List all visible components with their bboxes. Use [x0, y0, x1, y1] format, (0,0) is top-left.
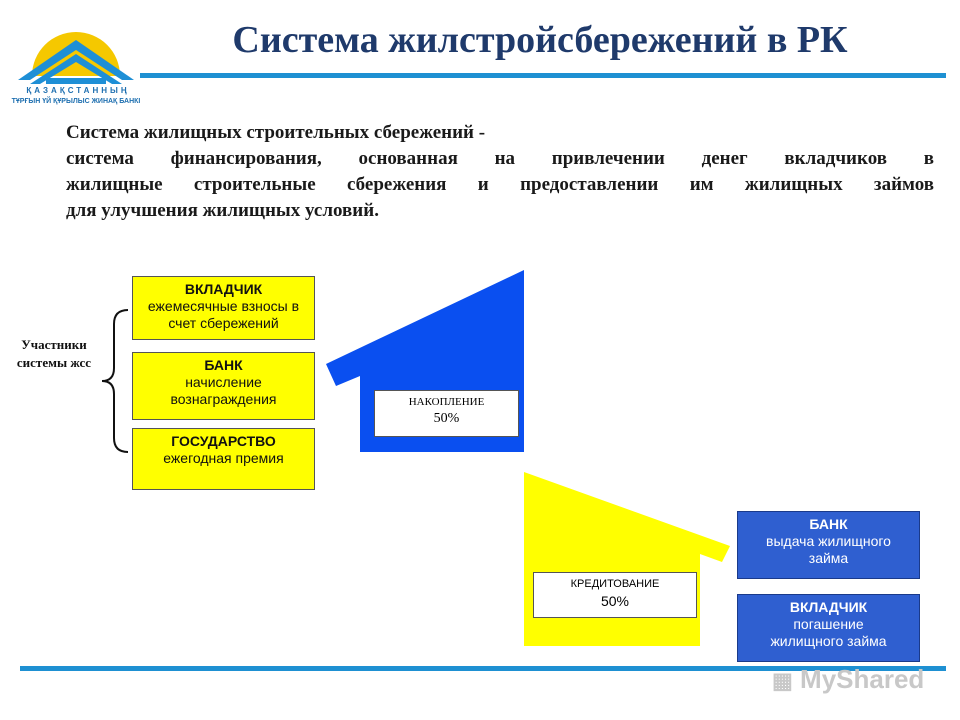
participant-desc: ежегодная премия	[163, 450, 284, 466]
right-box-desc: погашение	[793, 616, 864, 632]
participant-box-bank: БАНК начисление вознаграждения	[132, 352, 315, 420]
right-box-title: БАНК	[809, 516, 848, 532]
right-box-depositor: ВКЛАДЧИК погашение жилищного займа	[737, 594, 920, 662]
participant-title: БАНК	[204, 357, 243, 373]
right-box-desc: жилищного займа	[770, 633, 887, 649]
participant-box-depositor: ВКЛАДЧИК ежемесячные взносы в счет сбере…	[132, 276, 315, 340]
participant-desc: начисление	[185, 374, 262, 390]
definition-block: Система жилищных строительных сбережений…	[66, 120, 934, 224]
crediting-house-shape	[524, 472, 730, 646]
top-rule	[140, 73, 946, 78]
bottom-rule	[20, 666, 946, 671]
definition-heading: Система жилищных строительных сбережений…	[66, 122, 486, 143]
watermark-text: MyShared	[800, 664, 925, 694]
participants-brace	[101, 309, 129, 453]
participant-desc: счет сбережений	[168, 315, 279, 331]
page-title: Система жилстройсбережений в РК	[232, 19, 848, 61]
right-box-desc: выдача жилищного	[766, 533, 891, 549]
participant-desc: ежемесячные взносы в	[147, 298, 300, 314]
accumulation-value: 50%	[433, 411, 460, 426]
participant-desc: вознаграждения	[170, 391, 277, 407]
participant-title: ВКЛАДЧИК	[184, 281, 263, 297]
participant-title: ГОСУДАРСТВО	[171, 433, 276, 449]
definition-line1: система финансирования, основанная на пр…	[66, 148, 934, 169]
watermark-icon: ▦	[772, 668, 793, 693]
participants-label-line2: системы жсс	[16, 355, 92, 370]
definition-line2: жилищные строительные сбережения и предо…	[66, 174, 934, 195]
logo-text-line2: ТҰРҒЫН ҮЙ ҚҰРЫЛЫС ЖИНАҚ БАНКІ	[11, 98, 141, 105]
right-box-desc: займа	[808, 550, 849, 566]
crediting-label: КРЕДИТОВАНИЕ	[570, 578, 660, 590]
accumulation-box: НАКОПЛЕНИЕ 50%	[374, 390, 519, 437]
participant-box-state: ГОСУДАРСТВО ежегодная премия	[132, 428, 315, 490]
logo: ҚАЗАҚСТАННЫҢ ТҰРҒЫН ҮЙ ҚҰРЫЛЫС ЖИНАҚ БАН…	[10, 18, 142, 110]
logo-house-sun-icon	[18, 32, 134, 84]
logo-text-line1: ҚАЗАҚСТАННЫҢ	[26, 86, 130, 95]
crediting-value: 50%	[600, 593, 630, 609]
watermark: ▦ MyShared	[772, 664, 924, 695]
crediting-box: КРЕДИТОВАНИЕ 50%	[533, 572, 697, 618]
right-box-bank: БАНК выдача жилищного займа	[737, 511, 920, 579]
participants-label: Участники системы жсс	[6, 336, 102, 372]
definition-line3: для улучшения жилищных условий.	[66, 200, 379, 221]
right-box-title: ВКЛАДЧИК	[789, 599, 868, 615]
accumulation-label: НАКОПЛЕНИЕ	[408, 396, 485, 408]
participants-label-line1: Участники	[21, 337, 87, 352]
